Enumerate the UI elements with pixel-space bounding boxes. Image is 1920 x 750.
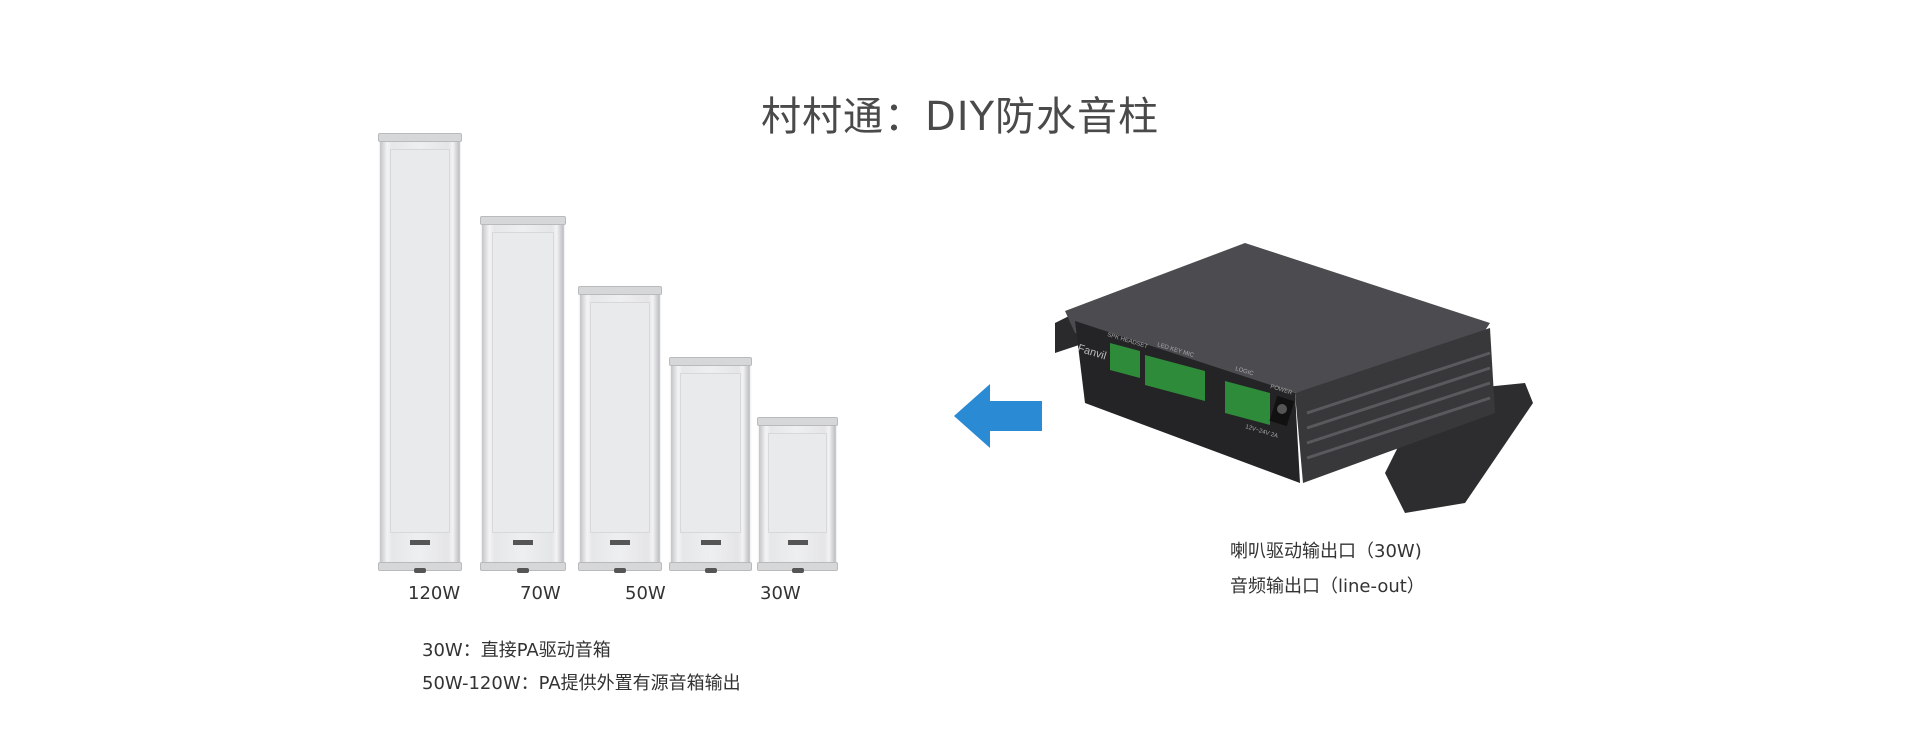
arrow-left-icon xyxy=(954,384,1042,448)
page-title: 村村通：DIY防水音柱 xyxy=(760,94,1160,140)
speaker-label: 120W xyxy=(408,583,461,604)
note-line: 30W：直接PA驱动音箱 xyxy=(422,640,611,661)
speaker-column-30w xyxy=(757,417,838,573)
note-line: 50W-120W：PA提供外置有源音箱输出 xyxy=(422,673,741,694)
speaker-label: 50W xyxy=(625,583,666,604)
device-caption: 音频输出口（line-out） xyxy=(1230,576,1425,597)
svg-text:LOGIC: LOGIC xyxy=(1234,366,1254,377)
speaker-label: 70W xyxy=(520,583,561,604)
pa-device-image: Fanvil SPK HEADSET LED KEY MIC LOGIC POW… xyxy=(1055,243,1533,513)
device-caption: 喇叭驱动输出口（30W) xyxy=(1230,541,1422,562)
speaker-column-50w xyxy=(578,286,662,573)
speaker-column-120w xyxy=(378,133,462,573)
speaker-label: 30W xyxy=(760,583,801,604)
speaker-column-40w xyxy=(669,357,752,573)
speaker-column-70w xyxy=(480,216,566,573)
